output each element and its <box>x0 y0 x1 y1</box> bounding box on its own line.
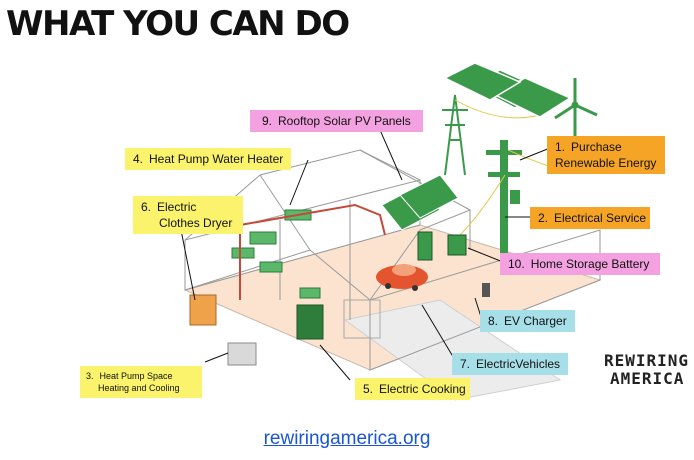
pointer-lines <box>179 129 551 381</box>
label-renewable-energy: 1.Purchase Renewable Energy <box>547 136 665 175</box>
label-ev-charger: 8.EV Charger <box>480 310 575 333</box>
page-title: WHAT YOU CAN DO <box>6 4 350 44</box>
rooftop-solar <box>381 174 459 231</box>
label-heat-pump-space-heating: 3.Heat Pump Space Heating and Cooling <box>80 366 202 399</box>
label-home-storage-battery: 10.Home Storage Battery <box>500 253 660 276</box>
label-rooftop-solar: 9.Rooftop Solar PV Panels <box>250 110 423 133</box>
wind-turbine <box>554 78 598 140</box>
utility-pole <box>486 140 522 255</box>
label-electric-cooking: 5.Electric Cooking <box>355 378 470 401</box>
solar-farm <box>443 62 572 118</box>
storage-battery <box>447 234 467 256</box>
website-link[interactable]: rewiringamerica.org <box>263 428 431 449</box>
clothes-dryer <box>189 294 217 326</box>
electric-vehicle <box>376 264 428 291</box>
label-heat-pump-water-heater: 4.Heat Pump Water Heater <box>125 148 292 171</box>
label-electric-vehicles: 7.ElectricVehicles <box>452 353 569 376</box>
electric-stove <box>296 304 324 340</box>
water-heater <box>417 231 433 261</box>
label-electrical-service: 2.Electrical Service <box>530 207 650 230</box>
label-clothes-dryer: 6.Electric Clothes Dryer <box>133 196 243 235</box>
power-tower <box>442 94 468 176</box>
hvac-ducts <box>231 209 321 299</box>
ev-charger <box>482 283 490 297</box>
heat-pump-unit <box>227 342 257 366</box>
pipes <box>239 203 386 300</box>
rewiring-america-logo: REWIRING AMERICA <box>604 351 690 388</box>
shed <box>343 299 381 339</box>
